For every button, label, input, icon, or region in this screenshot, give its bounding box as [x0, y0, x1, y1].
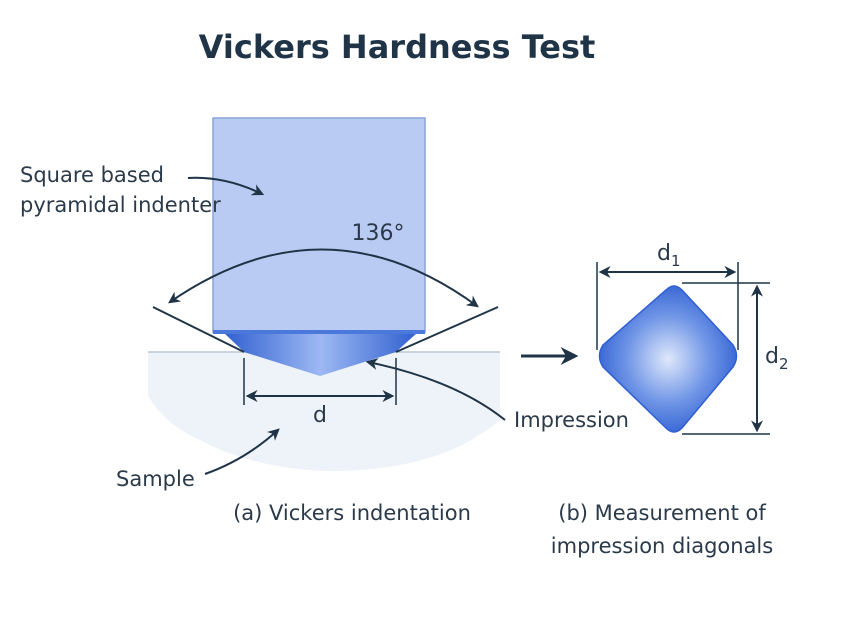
- d1-label: d1: [657, 241, 681, 270]
- indenter-pointer-arrow: [187, 176, 265, 196]
- angle-label: 136°: [352, 221, 405, 246]
- caption-b-line2: impression diagonals: [551, 534, 773, 558]
- impression-diamond: [598, 285, 738, 433]
- impression-label: Impression: [514, 408, 629, 432]
- angle-line-right: [395, 306, 499, 353]
- sample-label: Sample: [116, 467, 195, 491]
- d-label: d: [313, 403, 327, 428]
- sample-block: [148, 352, 500, 472]
- d1-label-base: d: [657, 241, 671, 266]
- caption-a: (a) Vickers indentation: [233, 501, 471, 525]
- sample-pointer-arrow: [204, 428, 280, 475]
- impression-pointer-arrow: [365, 358, 506, 421]
- diagram-title: Vickers Hardness Test: [199, 28, 596, 66]
- indenter-label-line1: Square based: [20, 163, 164, 187]
- angle-arc: [168, 248, 479, 308]
- indenter-tip: [223, 332, 418, 376]
- d2-label-base: d: [765, 344, 779, 369]
- indenter-base-band: [213, 330, 425, 334]
- d2-label-sub: 2: [779, 355, 789, 373]
- caption-b-line1: (b) Measurement of: [558, 501, 766, 525]
- d2-label: d2: [765, 344, 789, 373]
- indenter-label-line2: pyramidal indenter: [20, 193, 221, 217]
- angle-line-left: [152, 306, 245, 353]
- d1-label-sub: 1: [671, 252, 681, 270]
